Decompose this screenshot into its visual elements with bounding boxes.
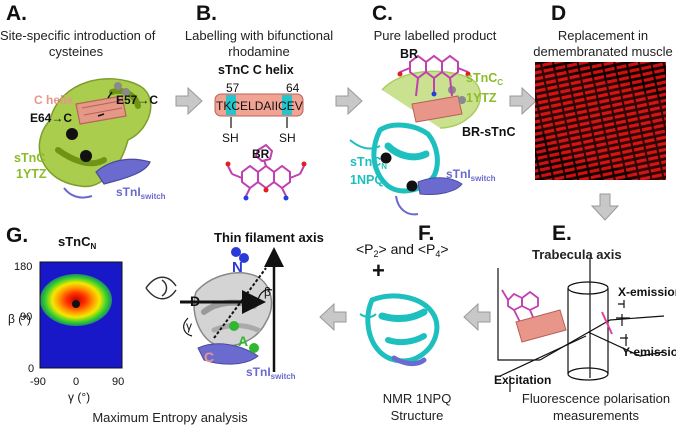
panel-b-pos-64: 64 — [286, 81, 300, 95]
panel-e-excitation-label: Excitation — [494, 373, 551, 387]
panel-b-letter: B. — [196, 2, 217, 25]
panel-d-caption-2: demembranated muscle — [533, 44, 673, 59]
panel-a-stnc-label: sTnC — [14, 151, 45, 165]
panel-b-sh-right: SH — [279, 131, 296, 145]
panel-d-caption-1: Replacement in — [557, 28, 649, 43]
panel-b-rhodamine-molecule — [225, 143, 307, 201]
panel-a-caption-1: Site-specific introduction of — [0, 28, 156, 43]
panel-b-sh-left: SH — [222, 131, 239, 145]
panel-a-stni-label: sTnIswitch — [116, 185, 166, 201]
panel-e-xemission-label: X-emission — [618, 285, 676, 299]
panel-g-n-label: N — [232, 259, 243, 276]
panel-g-xtick-m90: -90 — [30, 376, 46, 388]
process-arrow-c-d — [509, 86, 537, 116]
panel-d-muscle-image — [535, 62, 666, 180]
panel-a-e57-label: E57→C — [116, 93, 158, 107]
process-arrow-b-c — [335, 86, 363, 116]
panel-g-caption: Maximum Entropy analysis — [92, 410, 248, 425]
panel-a-1ytz-label: 1YTZ — [16, 167, 47, 181]
panel-e-yemission-label: Y-emission — [622, 345, 676, 359]
panel-b-helix-box — [214, 93, 304, 117]
panel-g-stni-label: sTnIswitch — [246, 365, 296, 381]
panel-f-letter: F. — [418, 222, 435, 245]
process-arrow-d-e — [590, 193, 620, 221]
panel-g-beta-label: β — [264, 285, 271, 299]
panel-e-letter: E. — [552, 222, 572, 245]
panel-g-ytick-180: 180 — [14, 261, 32, 273]
panel-g-xtick-0: 0 — [73, 376, 79, 388]
panel-e-caption-1: Fluorescence polarisation — [521, 391, 671, 406]
panel-b-cys57-highlight — [226, 95, 236, 115]
panel-e-rhodamine-molecule — [501, 289, 567, 343]
panel-g-letter: G. — [6, 224, 29, 247]
panel-f-caption-1: NMR 1NPQ — [382, 391, 452, 406]
panel-f-order-params: <P2> and <P4> — [356, 241, 449, 259]
panel-c-brstnc-label: BR-sTnC — [462, 125, 515, 139]
panel-g-heatmap — [39, 261, 123, 369]
panel-g-d-label: D — [190, 293, 200, 309]
panel-b-br-label: BR — [252, 147, 270, 161]
panel-a-protein-structure — [38, 78, 152, 199]
panel-g-filament-model — [180, 247, 284, 372]
panel-g-plot-title: sTnCN — [58, 234, 97, 251]
panel-g-xtick-90: 90 — [112, 376, 124, 388]
panel-g-c-label: C — [204, 349, 214, 365]
panel-c-br-label: BR — [400, 47, 418, 61]
panel-c-1ytz-label: 1YTZ — [466, 91, 497, 105]
panel-c-stni-label: sTnIswitch — [446, 167, 496, 183]
panel-e-caption-2: measurements — [553, 408, 639, 423]
panel-c-stncc-label: sTnCC — [466, 71, 503, 87]
panel-f-plus: + — [372, 258, 385, 283]
panel-b-caption-1: Labelling with bifunctional — [184, 28, 334, 43]
panel-a-e64-label: E64→C — [30, 111, 72, 125]
panel-f-caption-2: Structure — [390, 408, 444, 423]
process-arrow-f-g — [319, 302, 347, 332]
panel-a-chelix-label: C helix — [34, 93, 74, 107]
panel-g-ytick-0: 0 — [28, 363, 34, 375]
panel-g-a-label: A — [238, 333, 248, 349]
process-arrow-a-b — [175, 86, 203, 116]
panel-g-filament-title: Thin filament axis — [214, 230, 324, 245]
panel-g-ytick-90: 90 — [20, 311, 32, 323]
panel-a-caption-2: cysteines — [48, 44, 104, 59]
panel-b-sequence: TKCELDAIICEV — [216, 99, 303, 113]
panel-c-caption: Pure labelled product — [373, 28, 497, 43]
panel-e-optics-diagram — [497, 258, 665, 392]
panel-c-protein-structure — [349, 70, 481, 216]
panel-g-y-axis-label: β (°) — [8, 312, 31, 326]
process-arrow-e-f — [463, 302, 491, 332]
panel-f-nmr-structure — [359, 293, 440, 367]
panel-c-1npq-label: 1NPQ — [350, 173, 384, 187]
panel-c-letter: C. — [372, 2, 393, 25]
panel-b-caption-2: rhodamine — [228, 44, 290, 59]
panel-d-letter: D — [551, 2, 567, 25]
panel-c-stncn-label: sTnCN — [350, 155, 387, 171]
eye-icon — [145, 276, 177, 300]
panel-b-helix-title: sTnC C helix — [218, 63, 294, 77]
panel-c-rhodamine-molecule — [397, 54, 471, 97]
panel-a-letter: A. — [6, 2, 27, 25]
panel-g-x-axis-label: γ (°) — [68, 390, 90, 404]
panel-b-pos-57: 57 — [226, 81, 240, 95]
panel-g-gamma-label: γ — [186, 319, 192, 333]
panel-b-cys64-highlight — [282, 95, 292, 115]
panel-e-title: Trabecula axis — [532, 247, 622, 262]
